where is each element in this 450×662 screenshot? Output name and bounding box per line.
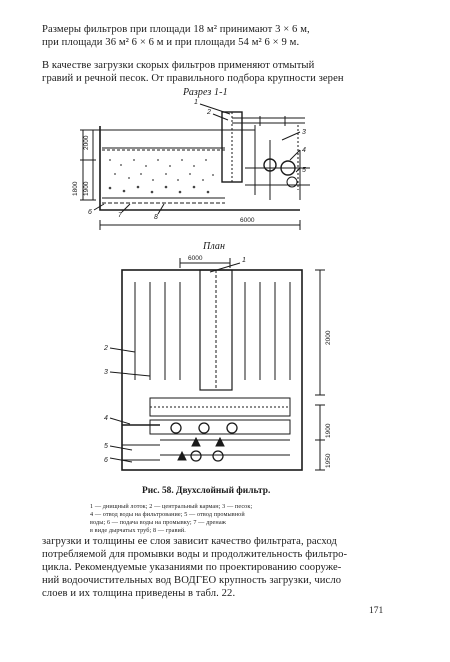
page-number: 171 [369, 606, 384, 616]
callout-number: 5 [104, 443, 108, 450]
dim-label: 1900 [83, 181, 90, 196]
plan-label: План [203, 241, 226, 252]
callout-number: 1 [242, 257, 246, 264]
callout-number: 6 [88, 209, 92, 216]
callout-number: 4 [104, 415, 108, 422]
callout-number: 2 [206, 109, 211, 116]
dim-label: 1800 [72, 181, 79, 196]
callout-number: 8 [154, 214, 158, 221]
figure-caption: Рис. 58. Двухслойный фильтр. [142, 486, 271, 496]
dim-label: 1900 [325, 423, 332, 438]
body-text-line: потребляемой для промывки воды и продолж… [42, 549, 348, 560]
figure-legend-line: в виде дырчатых труб; 8 — гравий. [90, 527, 186, 534]
dim-label: 6000 [188, 255, 203, 262]
callout-number: 3 [302, 129, 306, 136]
dim-label: 2000 [325, 330, 332, 345]
body-text-line: загрузки и толщины ее слоя зависит качес… [42, 536, 337, 547]
figure-legend-line: воды; 6 — подача воды на промывку; 7 — д… [90, 519, 227, 526]
body-text-line: цикла. Рекомендуемые указаниями по проек… [42, 562, 342, 573]
callout-number: 2 [103, 345, 108, 352]
body-text-line: ний водоочистительных вод ВОДГЕО крупнос… [42, 575, 342, 586]
section-label: Разрез 1-1 [183, 87, 228, 98]
figure-legend-line: 4 — отвод воды на фильтрование; 5 — отво… [90, 511, 245, 518]
callout-number: 6 [104, 457, 108, 464]
body-text-line: при площади 36 м² 6 × 6 м и при площади … [42, 37, 300, 48]
dim-label: 1950 [325, 453, 332, 468]
dim-label: 6000 [240, 217, 255, 224]
callout-number: 3 [104, 369, 108, 376]
body-text-line: В качестве загрузки скорых фильтров прим… [42, 60, 315, 71]
figure-legend-line: 1 — днищный лоток; 2 — центральный карма… [90, 503, 253, 510]
callout-number: 1 [194, 99, 198, 106]
callout-number: 5 [302, 167, 306, 174]
callout-number: 4 [302, 147, 306, 154]
body-text-line: Размеры фильтров при площади 18 м² прини… [42, 24, 310, 35]
body-text-line: гравий и речной песок. От правильного по… [42, 73, 344, 84]
body-text-line: слоев и их толщина приведены в табл. 22. [42, 588, 236, 599]
dim-label: 2000 [83, 135, 90, 150]
callout-number: 7 [118, 212, 123, 219]
